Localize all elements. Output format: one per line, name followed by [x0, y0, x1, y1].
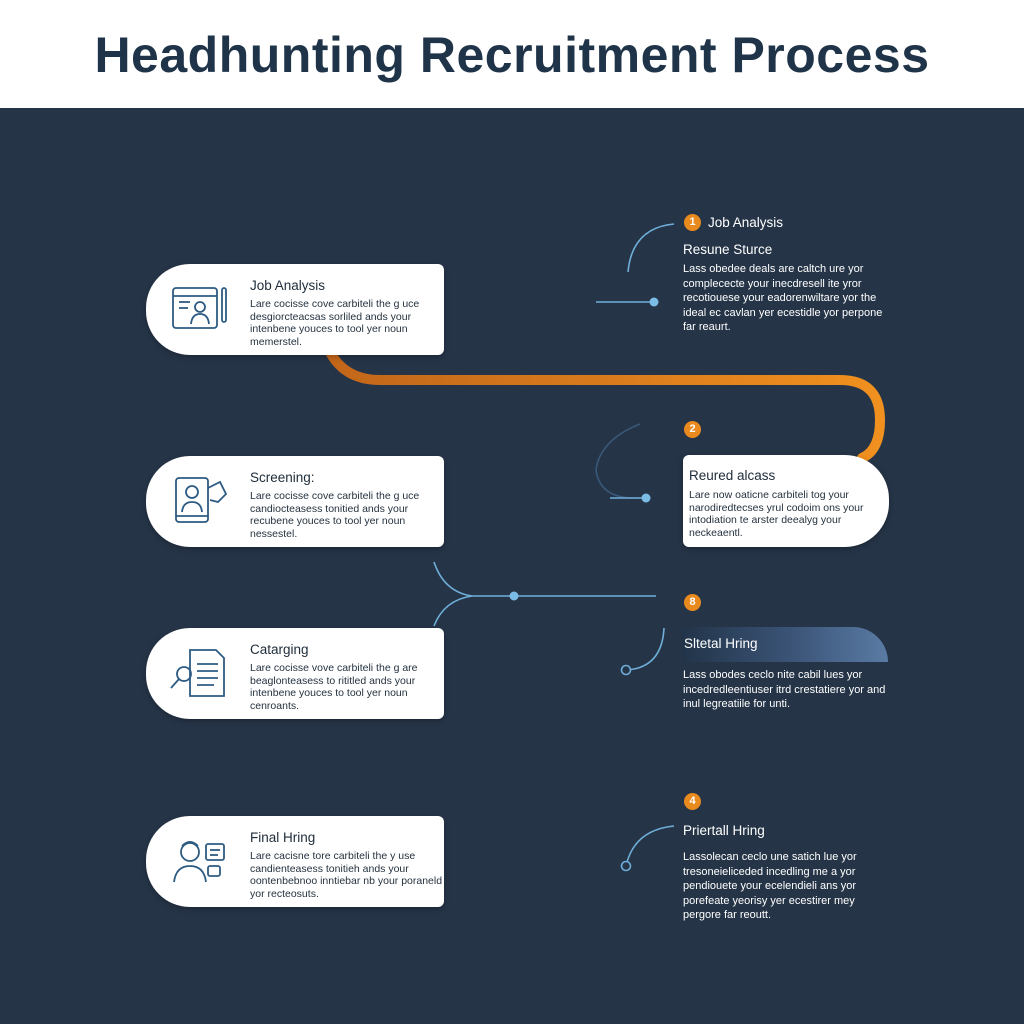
connector-arc-1 — [627, 223, 675, 273]
step-number-badge: 8 — [684, 594, 701, 611]
step-title: Job Analysis — [250, 278, 326, 293]
step-title: Priertall Hring — [683, 823, 765, 838]
step-title: Reured alcass — [689, 468, 776, 483]
step-description: Lass obodes ceclo nite cabil lues yor in… — [683, 669, 886, 710]
connector-branch-lower — [433, 595, 473, 627]
step-description: Lare now oaticne carbiteli tog your naro… — [689, 489, 864, 539]
step-card-screening: Screening: Lare cocisse cove carbiteli t… — [146, 456, 444, 547]
step-title: Sltetal Hring — [684, 636, 758, 651]
step-number-badge: 2 — [684, 421, 701, 438]
candidate-profile-icon — [175, 477, 228, 523]
orange-flow-connector — [325, 347, 886, 463]
step-description: Lare cocisse cove carbiteli the g uce de… — [250, 298, 420, 348]
step-card-job-analysis: Job Analysis Lare cocisse cove carbiteli… — [146, 264, 444, 355]
connector-ring-4 — [620, 860, 632, 872]
connector-dot-2 — [641, 493, 651, 503]
step-description: Lare cocisse vove carbiteli the g are be… — [250, 662, 418, 712]
step-card-final-hiring: Final Hring Lare cacisne tore carbiteli … — [146, 816, 444, 907]
connector-arc-4 — [625, 825, 675, 867]
step-description: Lare cacisne tore carbiteli the y use ca… — [250, 850, 443, 900]
connector-branch — [433, 561, 656, 597]
step-title: Final Hring — [250, 830, 316, 845]
connector-dot-1 — [649, 297, 659, 307]
step-description: Lare cocisse cove carbiteli the g uce ca… — [250, 490, 420, 540]
step-subtitle: Resune Sturce — [683, 242, 773, 257]
step-description: Lassolecan ceclo une satich lue yor tres… — [683, 851, 857, 921]
page-title: Headhunting Recruitment Process — [94, 27, 930, 83]
step-title: Screening: — [250, 470, 315, 485]
connector-dot-3 — [509, 591, 519, 601]
document-search-icon — [170, 649, 225, 697]
step-number-badge: 1 — [684, 214, 701, 231]
connector-arc-3 — [625, 627, 665, 671]
header-bar: Headhunting Recruitment Process — [0, 0, 1024, 108]
step-description: Lass obedee deals are caltch ure yor com… — [683, 263, 883, 333]
step-card-reured-alcass: Reured alcass Lare now oaticne carbiteli… — [683, 455, 889, 547]
step-number-badge: 4 — [684, 793, 701, 810]
step-highlight-bar: Sltetal Hring — [682, 627, 888, 662]
step-card-catarging: Catarging Lare cocisse vove carbiteli th… — [146, 628, 444, 719]
step-title: Catarging — [250, 642, 309, 657]
job-description-icon — [172, 287, 227, 329]
hired-candidate-icon — [173, 841, 225, 883]
connector-arc-2 — [595, 423, 641, 499]
connector-ring-3 — [620, 664, 632, 676]
step-title: Job Analysis — [708, 215, 784, 230]
